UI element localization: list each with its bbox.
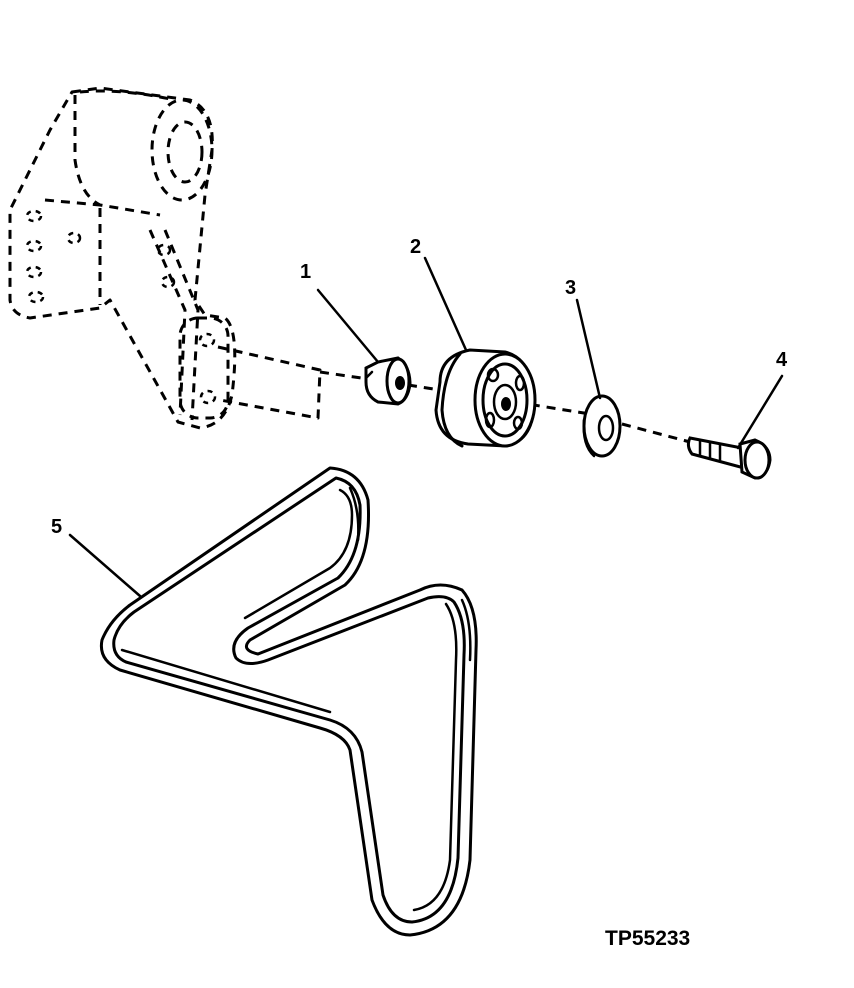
- cap-screw: [686, 436, 772, 480]
- callout-1: 1: [300, 261, 312, 283]
- callout-3: 3: [565, 277, 577, 299]
- callout-5: 5: [51, 516, 63, 538]
- washer: [582, 394, 622, 458]
- callout-2: 2: [410, 236, 422, 258]
- serpentine-belt: [99, 466, 478, 937]
- bracket-holes: [25, 209, 217, 405]
- leader-line-3: [575, 298, 602, 400]
- mounting-bracket: [8, 86, 237, 430]
- assembly-axis-lines: [217, 345, 691, 444]
- callout-4: 4: [776, 349, 788, 371]
- leader-line-2: [423, 256, 468, 352]
- leader-line-1: [316, 288, 380, 364]
- leader-line-5: [68, 533, 142, 598]
- leader-line-4: [736, 374, 784, 450]
- figure-id: TP55233: [605, 927, 691, 950]
- spacer-bushing: [364, 356, 412, 406]
- idler-pulley: [434, 348, 537, 448]
- leader-lines: [68, 256, 784, 598]
